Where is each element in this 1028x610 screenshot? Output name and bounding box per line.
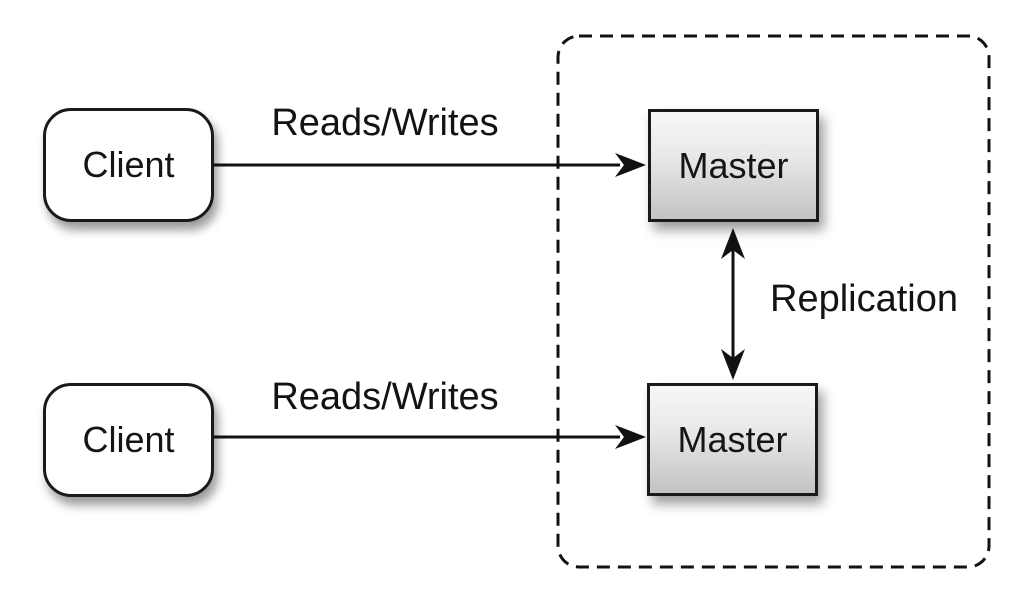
node-client-1-label: Client: [82, 144, 175, 185]
arrow-replication-two-way: [721, 228, 745, 380]
node-client-2-label: Client: [82, 419, 175, 460]
edge-label-reads-writes-bottom: Reads/Writes: [271, 376, 499, 419]
node-master-1: Master: [648, 109, 819, 222]
node-master-2-label: Master: [677, 418, 788, 460]
arrow-client1-to-master1: [214, 153, 646, 177]
node-client-1: Client: [43, 108, 214, 222]
node-client-2: Client: [43, 383, 214, 497]
arrow-client2-to-master2: [214, 425, 646, 449]
node-master-1-label: Master: [678, 144, 789, 186]
edge-label-replication: Replication: [770, 278, 958, 321]
node-master-2: Master: [647, 383, 818, 496]
edge-label-reads-writes-top: Reads/Writes: [271, 102, 499, 145]
